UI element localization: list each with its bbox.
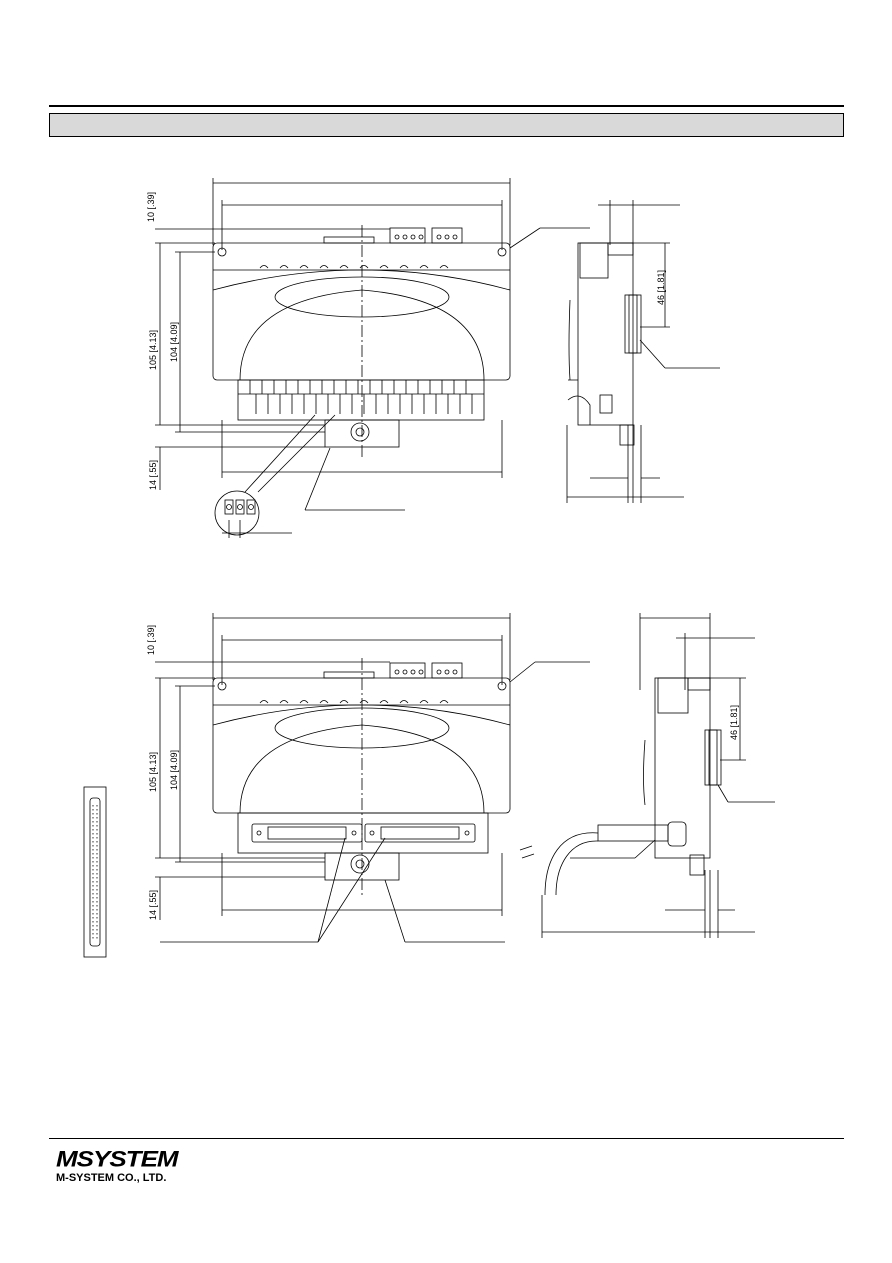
dim-46-top: 46 [1.81]: [656, 270, 666, 305]
company-name: M-SYSTEM CO., LTD.: [56, 1172, 167, 1184]
front-view-terminal: [155, 178, 590, 538]
dim-10-bottom: 10 [.39]: [146, 625, 156, 655]
connector-pinout: [83, 786, 107, 958]
dim-104-top: 104 [4.09]: [169, 322, 179, 362]
logo-wordmark: MSYSTEM: [56, 1146, 179, 1172]
dim-10-top: 10 [.39]: [146, 192, 156, 222]
dim-105-bottom: 105 [4.13]: [148, 752, 158, 792]
company-logo: MSYSTEM M-SYSTEM CO., LTD.: [56, 1146, 179, 1184]
section-title-bar: [49, 113, 844, 137]
front-view-connector: [155, 613, 590, 943]
dim-14-top: 14 [.55]: [148, 460, 158, 490]
dim-46-bottom: 46 [1.81]: [729, 705, 739, 740]
dim-104-bottom: 104 [4.09]: [169, 750, 179, 790]
side-view-connector: [519, 613, 775, 938]
header-rule: [49, 105, 844, 107]
dim-14-bottom: 14 [.55]: [148, 890, 158, 920]
footer-rule: [49, 1138, 844, 1139]
dim-105-top: 105 [4.13]: [148, 330, 158, 370]
side-view-terminal: [566, 200, 720, 503]
